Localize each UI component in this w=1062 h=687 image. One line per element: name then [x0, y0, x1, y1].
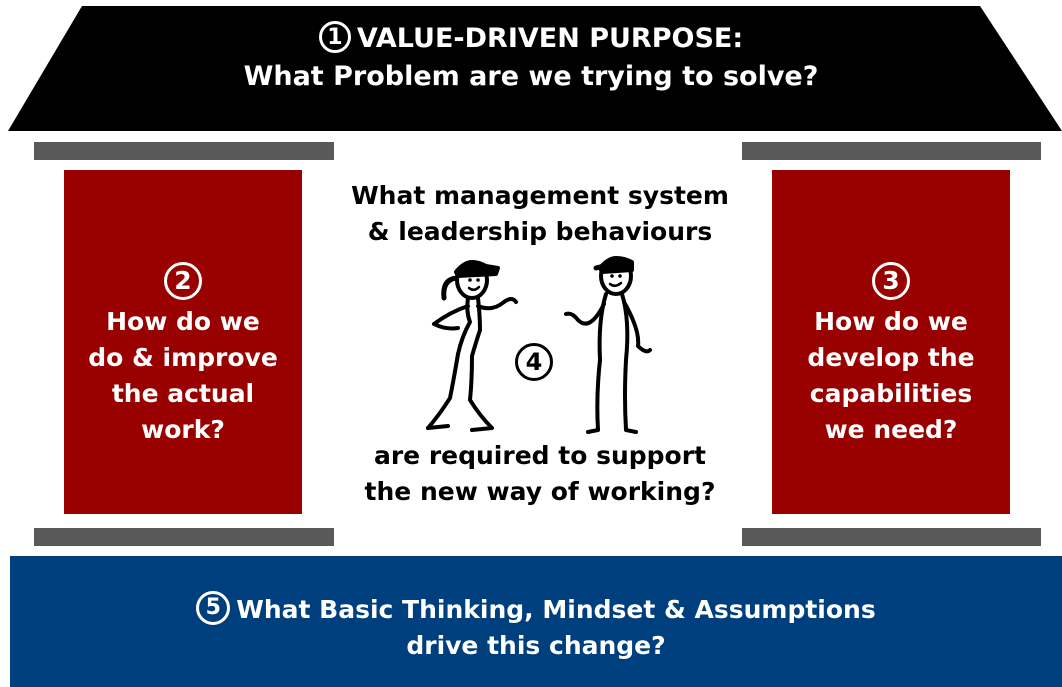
left-pillar-work: 2 How do we do & improve the actual work…	[64, 170, 302, 514]
two-people-talking-icon	[400, 250, 660, 444]
number-1-circle: 1	[318, 20, 351, 53]
right-pillar-line: develop the	[807, 343, 975, 372]
left-pillar-line: How do we	[106, 307, 260, 336]
roof-title: VALUE-DRIVEN PURPOSE:	[356, 23, 744, 54]
number-5-circle: 5	[196, 591, 231, 625]
center-question-bottom: are required to support the new way of w…	[320, 438, 760, 510]
center-top-line: What management system	[351, 181, 729, 210]
center-bottom-line: are required to support	[373, 441, 707, 470]
left-pillar-line: do & improve	[88, 343, 278, 372]
base-title: What Basic Thinking, Mindset & Assumptio…	[236, 595, 876, 624]
number-3-circle: 3	[872, 262, 910, 300]
stick-figures-illustration	[426, 256, 652, 434]
left-pillar-line: work?	[141, 415, 225, 444]
center-question-top: What management system & leadership beha…	[320, 178, 760, 250]
left-pillar-text: How do we do & improve the actual work?	[64, 304, 302, 448]
number-4-circle: 4	[515, 343, 553, 381]
right-plinth-bar	[742, 528, 1041, 546]
roof-line-2: What Problem are we trying to solve?	[243, 61, 819, 92]
base-line-2: drive this change?	[406, 631, 666, 660]
right-pillar-line: How do we	[814, 307, 968, 336]
right-capital-bar	[742, 142, 1041, 160]
right-pillar-text: How do we develop the capabilities we ne…	[772, 304, 1010, 448]
number-2-circle: 2	[164, 262, 202, 300]
left-capital-bar	[34, 142, 334, 160]
center-bottom-line: the new way of working?	[364, 477, 716, 506]
right-pillar-capabilities: 3 How do we develop the capabilities we …	[772, 170, 1010, 514]
roof-shape	[8, 6, 1062, 131]
right-pillar-line: capabilities	[809, 379, 973, 408]
left-plinth-bar	[34, 528, 334, 546]
right-pillar-line: we need?	[824, 415, 958, 444]
left-pillar-line: the actual	[111, 379, 255, 408]
center-top-line: & leadership behaviours	[367, 217, 713, 246]
